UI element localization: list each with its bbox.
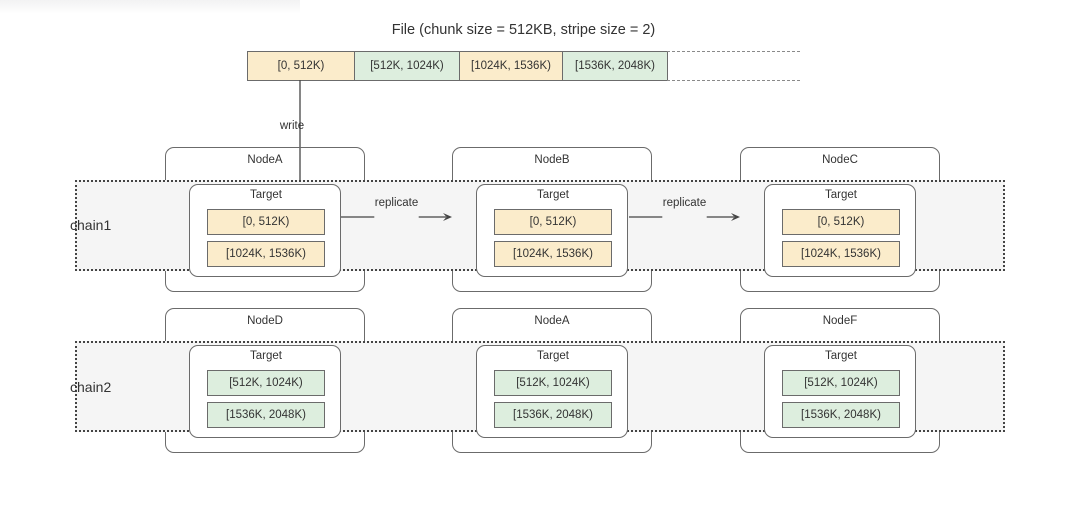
target-chunk: [1024K, 1536K): [782, 241, 900, 267]
file-title: File (chunk size = 512KB, stripe size = …: [391, 22, 656, 38]
replicate-arrow-group: replicate: [629, 197, 740, 227]
target-box: Target [0, 512K) [1024K, 1536K): [476, 184, 628, 277]
replicate-arrow-group: replicate: [341, 197, 452, 227]
file-chunk-cell: [512K, 1024K): [354, 51, 460, 81]
target-label: Target: [250, 189, 282, 201]
target-box: Target [512K, 1024K) [1536K, 2048K): [764, 345, 916, 438]
replicate-arrow-icon: [629, 213, 740, 221]
file-chunk-cell: [1024K, 1536K): [459, 51, 563, 81]
target-label: Target: [825, 189, 857, 201]
node-name-label: NodeD: [247, 315, 283, 327]
node-name-label: NodeB: [534, 154, 570, 166]
chain2-label: chain2: [70, 379, 112, 395]
target-chunk: [1536K, 2048K): [494, 402, 612, 428]
target-box: Target [512K, 1024K) [1536K, 2048K): [476, 345, 628, 438]
target-label: Target: [825, 350, 857, 362]
target-label: Target: [537, 350, 569, 362]
node-name-label: NodeF: [822, 315, 858, 327]
target-chunk: [512K, 1024K): [494, 370, 612, 396]
top-gradient-smudge: [0, 0, 300, 14]
replicate-label: replicate: [662, 197, 707, 209]
write-label: write: [279, 120, 305, 132]
target-chunk: [1536K, 2048K): [207, 402, 325, 428]
node-name-label: NodeA: [247, 154, 283, 166]
node-name-label: NodeA: [534, 315, 570, 327]
target-chunk: [1024K, 1536K): [207, 241, 325, 267]
chain1-label: chain1: [70, 217, 112, 233]
target-label: Target: [250, 350, 282, 362]
file-chunk-cell: [0, 512K): [247, 51, 355, 81]
target-chunk: [512K, 1024K): [782, 370, 900, 396]
target-chunk: [1536K, 2048K): [782, 402, 900, 428]
target-chunk: [1024K, 1536K): [494, 241, 612, 267]
file-strip-continuation: [667, 51, 800, 81]
target-chunk: [512K, 1024K): [207, 370, 325, 396]
target-box: Target [0, 512K) [1024K, 1536K): [189, 184, 341, 277]
replicate-arrow-icon: [341, 213, 452, 221]
target-chunk: [0, 512K): [494, 209, 612, 235]
target-chunk: [0, 512K): [207, 209, 325, 235]
target-chunk: [0, 512K): [782, 209, 900, 235]
target-label: Target: [537, 189, 569, 201]
file-chunk-cell: [1536K, 2048K): [562, 51, 668, 81]
target-box: Target [0, 512K) [1024K, 1536K): [764, 184, 916, 277]
node-name-label: NodeC: [822, 154, 858, 166]
target-box: Target [512K, 1024K) [1536K, 2048K): [189, 345, 341, 438]
replicate-label: replicate: [374, 197, 419, 209]
file-chunk-strip: [0, 512K)[512K, 1024K)[1024K, 1536K)[153…: [247, 51, 668, 81]
